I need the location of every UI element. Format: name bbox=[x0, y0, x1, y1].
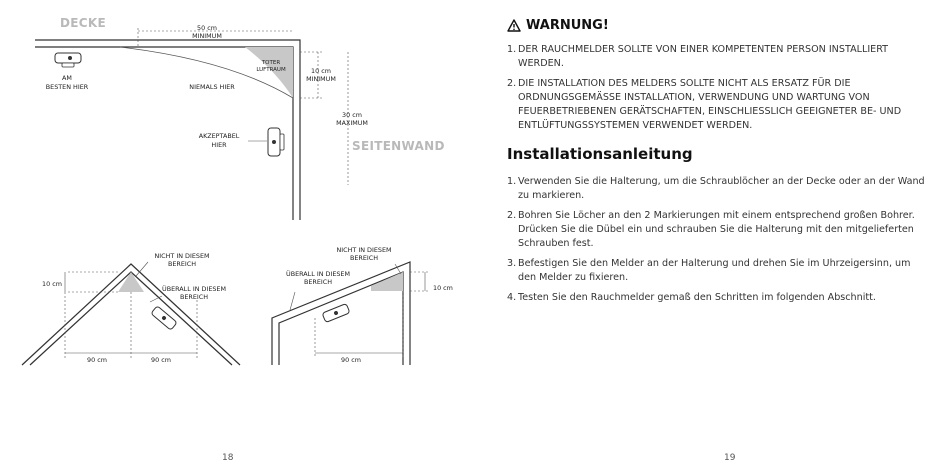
slope-dead-air-zone bbox=[371, 272, 403, 291]
smoke-detector-slope-icon bbox=[322, 303, 350, 323]
warning-triangle-icon bbox=[507, 19, 521, 32]
smoke-detector-wall-icon bbox=[267, 127, 285, 157]
warning-title: WARNUNG! bbox=[526, 18, 609, 33]
roof-dim-90-right: 90 cm bbox=[151, 356, 171, 364]
best-here-2: BESTEN HIER bbox=[46, 83, 89, 91]
roof-dim-10: 10 cm bbox=[42, 280, 62, 288]
dim-30-label: 30 cm bbox=[342, 111, 362, 119]
slope-anywhere-2: BEREICH bbox=[304, 278, 332, 286]
roof-not-area-1: NICHT IN DIESEM bbox=[154, 252, 209, 260]
slope-not-area-1: NICHT IN DIESEM bbox=[336, 246, 391, 254]
warning-item: 2.DIE INSTALLATION DES MELDERS SOLLTE NI… bbox=[507, 78, 902, 131]
dim-30-sub: MAXIMUM bbox=[336, 119, 368, 127]
slope-dim-90: 90 cm bbox=[341, 356, 361, 364]
slope-not-area-2: BEREICH bbox=[350, 254, 378, 262]
dim-10-sub: MINIMUM bbox=[306, 75, 336, 83]
dead-air-zone bbox=[245, 47, 293, 98]
smoke-detector-roof-icon bbox=[151, 306, 177, 330]
roof-anywhere-2: BEREICH bbox=[180, 293, 208, 301]
dim-50-label: 50 cm bbox=[197, 24, 217, 32]
sloped-ceiling-diagram: NICHT IN DIESEM BEREICH ÜBERALL IN DIESE… bbox=[271, 246, 453, 365]
warning-item: 1.DER RAUCHMELDER SOLLTE VON EINER KOMPE… bbox=[507, 44, 889, 69]
section-title: Installationsanleitung bbox=[507, 145, 693, 163]
warning-list: 1.DER RAUCHMELDER SOLLTE VON EINER KOMPE… bbox=[507, 43, 927, 133]
warning-header: WARNUNG! bbox=[507, 18, 927, 33]
acceptable-here-2: HIER bbox=[211, 141, 227, 149]
dead-air-label-2: LUFTRAUM bbox=[256, 67, 286, 73]
step-item: 2.Bohren Sie Löcher an den 2 Markierunge… bbox=[507, 210, 915, 249]
ceiling-label: DECKE bbox=[60, 16, 106, 30]
slope-dim-10: 10 cm bbox=[433, 284, 453, 292]
roof-dead-air-zone bbox=[118, 272, 144, 292]
never-here-label: NIEMALS HIER bbox=[189, 83, 235, 91]
steps-list: 1.Verwenden Sie die Halterung, um die Sc… bbox=[507, 175, 927, 305]
dead-air-label-1: TOTER bbox=[261, 60, 281, 66]
peaked-roof-diagram: NICHT IN DIESEM BEREICH ÜBERALL IN DIESE… bbox=[21, 252, 241, 366]
roof-dim-90-left: 90 cm bbox=[87, 356, 107, 364]
page-number-left: 18 bbox=[222, 453, 234, 463]
step-item: 4.Testen Sie den Rauchmelder gemaß den S… bbox=[507, 292, 876, 303]
wall-label: SEITENWAND bbox=[352, 139, 445, 153]
roof-not-area-2: BEREICH bbox=[168, 260, 196, 268]
smoke-detector-ceiling-icon bbox=[54, 52, 82, 68]
dim-10-label: 10 cm bbox=[311, 67, 331, 75]
step-item: 1.Verwenden Sie die Halterung, um die Sc… bbox=[507, 176, 925, 201]
best-here-1: AM bbox=[62, 74, 72, 82]
roof-anywhere-1: ÜBERALL IN DIESEM bbox=[162, 284, 226, 293]
dim-50-sub: MINIMUM bbox=[192, 32, 222, 40]
ceiling-wall-diagram: DECKE SEITENWAND 50 cm MINIMUM TOTER LUF… bbox=[35, 16, 445, 220]
slope-anywhere-1: ÜBERALL IN DIESEM bbox=[286, 269, 350, 278]
step-item: 3.Befestigen Sie den Melder an der Halte… bbox=[507, 258, 911, 283]
page-number-right: 19 bbox=[724, 453, 736, 463]
instructions-page: WARNUNG! 1.DER RAUCHMELDER SOLLTE VON EI… bbox=[507, 18, 927, 311]
acceptable-here-1: AKZEPTABEL bbox=[199, 132, 240, 140]
